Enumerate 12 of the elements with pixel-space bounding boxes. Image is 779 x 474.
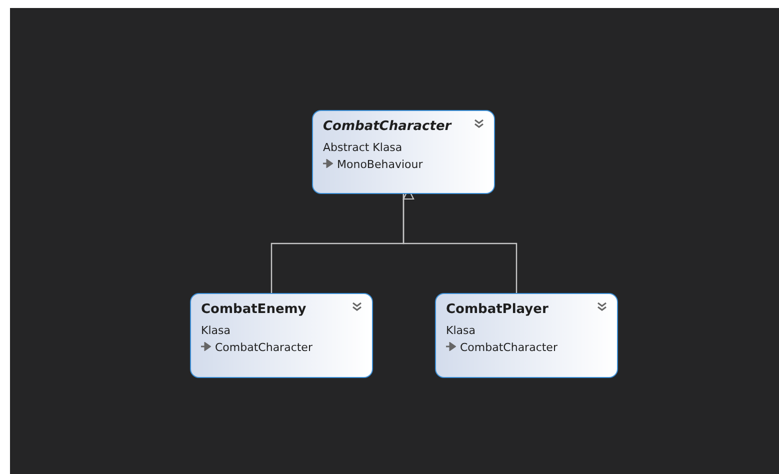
class-type: Klasa [446, 324, 476, 337]
class-type: Abstract Klasa [323, 141, 402, 154]
class-name: CombatEnemy [201, 302, 306, 317]
class-box [190, 293, 373, 378]
class-name: CombatCharacter [323, 119, 452, 134]
class-box [312, 110, 495, 194]
class-name: CombatPlayer [446, 302, 548, 317]
base-class-name: CombatCharacter [460, 341, 558, 354]
base-class-name: MonoBehaviour [337, 158, 423, 171]
class-type: Klasa [201, 324, 230, 337]
base-class-name: CombatCharacter [215, 341, 312, 354]
class-box [435, 293, 618, 378]
